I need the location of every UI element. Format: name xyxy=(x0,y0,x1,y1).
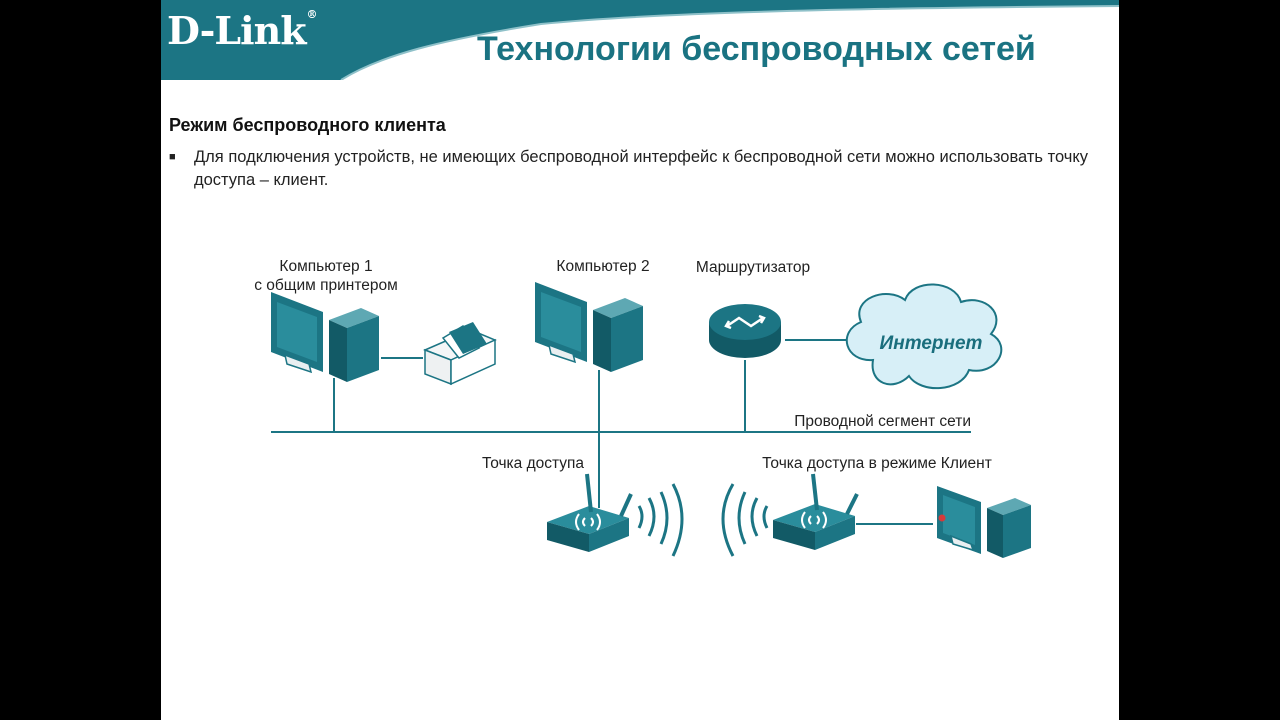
router-label: Маршрутизатор xyxy=(696,259,810,276)
logo-band xyxy=(161,0,1119,80)
client-access-point-icon xyxy=(773,473,859,550)
connection-lines xyxy=(271,339,971,525)
internet-label: Интернет xyxy=(880,333,983,354)
bullet-item: ■ Для подключения устройств, не имеющих … xyxy=(169,146,1089,192)
access-point-label: Точка доступа xyxy=(482,455,584,472)
printer-icon xyxy=(423,322,497,386)
signal-waves-left-icon xyxy=(721,483,769,557)
computer-1-icon xyxy=(271,292,379,382)
slide: D-Link® Технологии беспроводных сетей Ре… xyxy=(161,0,1119,720)
network-diagram: Интернет xyxy=(254,258,1031,558)
signal-waves-right-icon xyxy=(637,483,684,557)
bullet-icon: ■ xyxy=(169,151,176,163)
computer-2-icon xyxy=(535,282,643,372)
section-heading: Режим беспроводного клиента xyxy=(169,115,446,135)
internet-cloud-icon: Интернет xyxy=(845,283,1003,390)
computer-2-label: Компьютер 2 xyxy=(556,258,649,275)
computer-1-label-line1: Компьютер 1 xyxy=(279,258,372,275)
router-icon xyxy=(709,304,781,358)
slide-title: Технологии беспроводных сетей xyxy=(477,30,1036,68)
access-point-icon xyxy=(547,473,633,552)
bullet-text: Для подключения устройств, не имеющих бе… xyxy=(194,148,1089,189)
computer-1-label-line2: с общим принтером xyxy=(254,277,398,294)
wired-segment-label: Проводной сегмент сети xyxy=(794,413,971,430)
dlink-logo: D-Link® xyxy=(167,8,318,53)
client-computer-icon xyxy=(937,486,1031,558)
client-access-point-label: Точка доступа в режиме Клиент xyxy=(762,455,992,472)
